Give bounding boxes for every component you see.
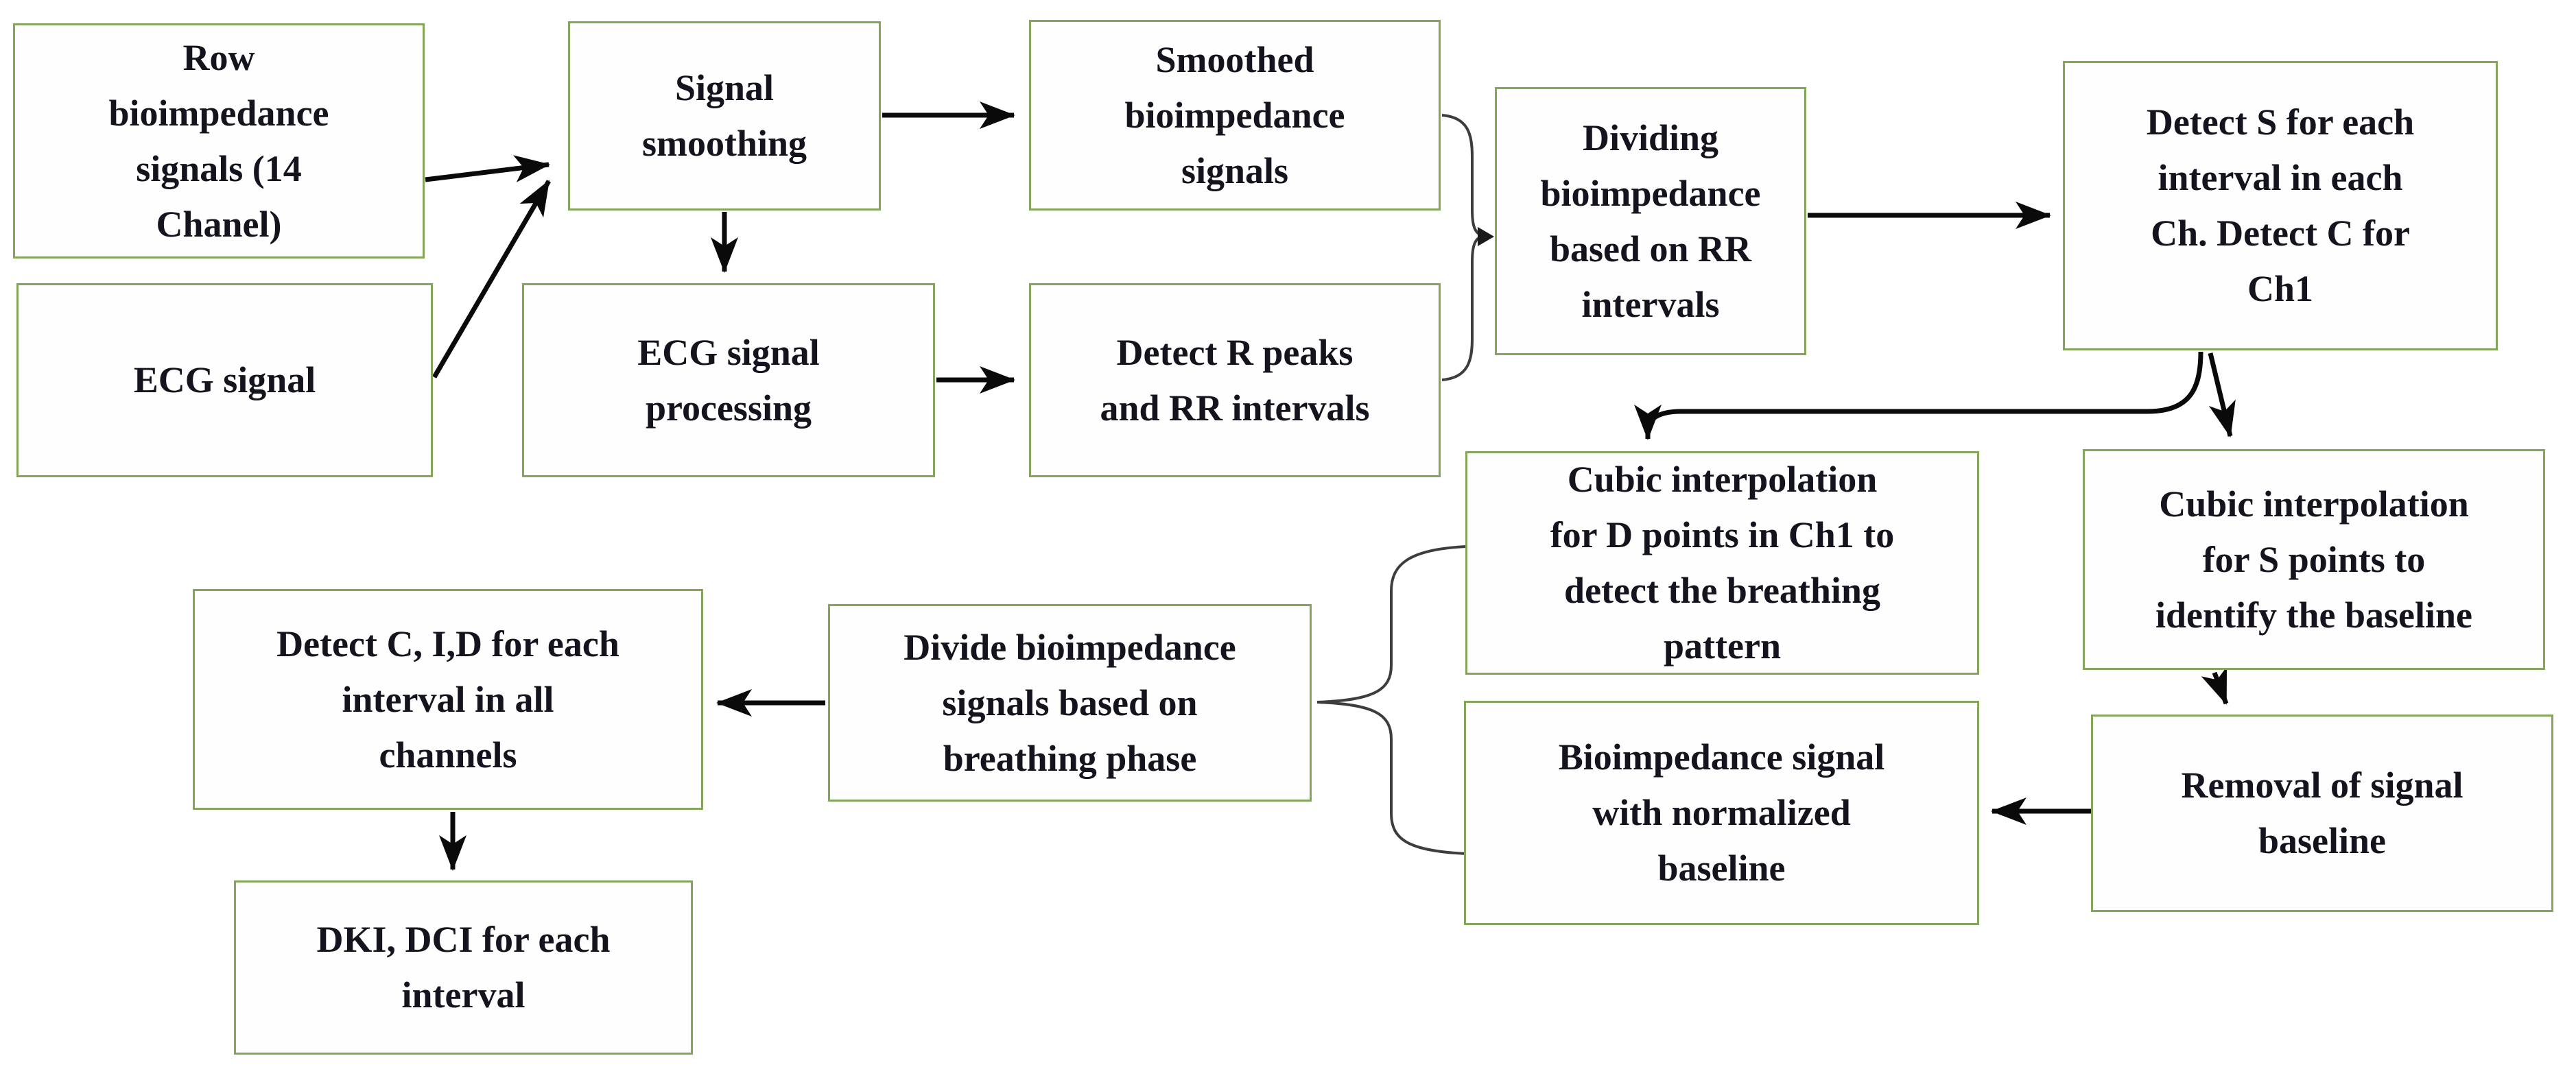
node-label: Cubic interpolation for D points in Ch1 … xyxy=(1550,459,1895,667)
node-label: Bioimpedance signal with normalized base… xyxy=(1558,736,1885,889)
node-dki-dci: DKI, DCI for each interval xyxy=(234,880,693,1055)
node-label: Detect R peaks and RR intervals xyxy=(1100,331,1370,429)
node-label: Removal of signal baseline xyxy=(2181,765,2463,861)
node-row-bioimpedance-signals: Row bioimpedance signals (14 Chanel) xyxy=(13,23,425,259)
arrow-detect-s-to-cubic-interpolation-s xyxy=(2208,352,2236,437)
node-ecg-signal-processing: ECG signal processing xyxy=(522,283,935,477)
brace-merge-to-divide-breathing xyxy=(1316,545,1467,855)
node-removal-of-signal-baseline: Removal of signal baseline xyxy=(2091,715,2553,912)
node-detect-c-i-d: Detect C, I,D for each interval in all c… xyxy=(193,589,703,810)
node-dividing-bioimpedance: Dividing bioimpedance based on RR interv… xyxy=(1495,87,1806,355)
node-detect-r-peaks: Detect R peaks and RR intervals xyxy=(1029,283,1441,477)
node-label: ECG signal xyxy=(133,359,316,400)
arrow-cubic-interpolation-s-to-removal-baseline xyxy=(2201,667,2229,705)
node-label: Row bioimpedance signals (14 Chanel) xyxy=(108,36,329,245)
node-label: DKI, DCI for each interval xyxy=(316,919,611,1016)
brace-merge-to-dividing-bioimpedance xyxy=(1441,114,1484,381)
node-ecg-signal: ECG signal xyxy=(16,283,433,477)
node-label: Divide bioimpedance signals based on bre… xyxy=(903,626,1236,779)
node-label: Signal smoothing xyxy=(641,67,807,164)
node-cubic-interpolation-s-points: Cubic interpolation for S points to iden… xyxy=(2083,449,2545,670)
node-cubic-interpolation-d-points: Cubic interpolation for D points in Ch1 … xyxy=(1465,451,1979,675)
node-label: Smoothed bioimpedance signals xyxy=(1124,38,1345,191)
node-label: Cubic interpolation for S points to iden… xyxy=(2155,483,2472,636)
node-label: ECG signal processing xyxy=(637,331,820,429)
arrow-row-bioimpedance-to-signal-smoothing xyxy=(425,155,550,182)
brace-arrow-tip xyxy=(1478,227,1494,246)
node-bioimpedance-normalized-baseline: Bioimpedance signal with normalized base… xyxy=(1464,701,1979,925)
node-label: Detect S for each interval in each Ch. D… xyxy=(2146,101,2415,309)
arrow-detect-s-to-cubic-interpolation-d xyxy=(1634,351,2203,440)
node-divide-bioimpedance-breathing-phase: Divide bioimpedance signals based on bre… xyxy=(828,604,1312,802)
node-label: Detect C, I,D for each interval in all c… xyxy=(276,623,619,776)
node-detect-s-detect-c: Detect S for each interval in each Ch. D… xyxy=(2063,61,2498,350)
node-label: Dividing bioimpedance based on RR interv… xyxy=(1540,117,1761,325)
node-signal-smoothing: Signal smoothing xyxy=(568,21,881,211)
node-smoothed-bioimpedance-signals: Smoothed bioimpedance signals xyxy=(1029,20,1441,211)
